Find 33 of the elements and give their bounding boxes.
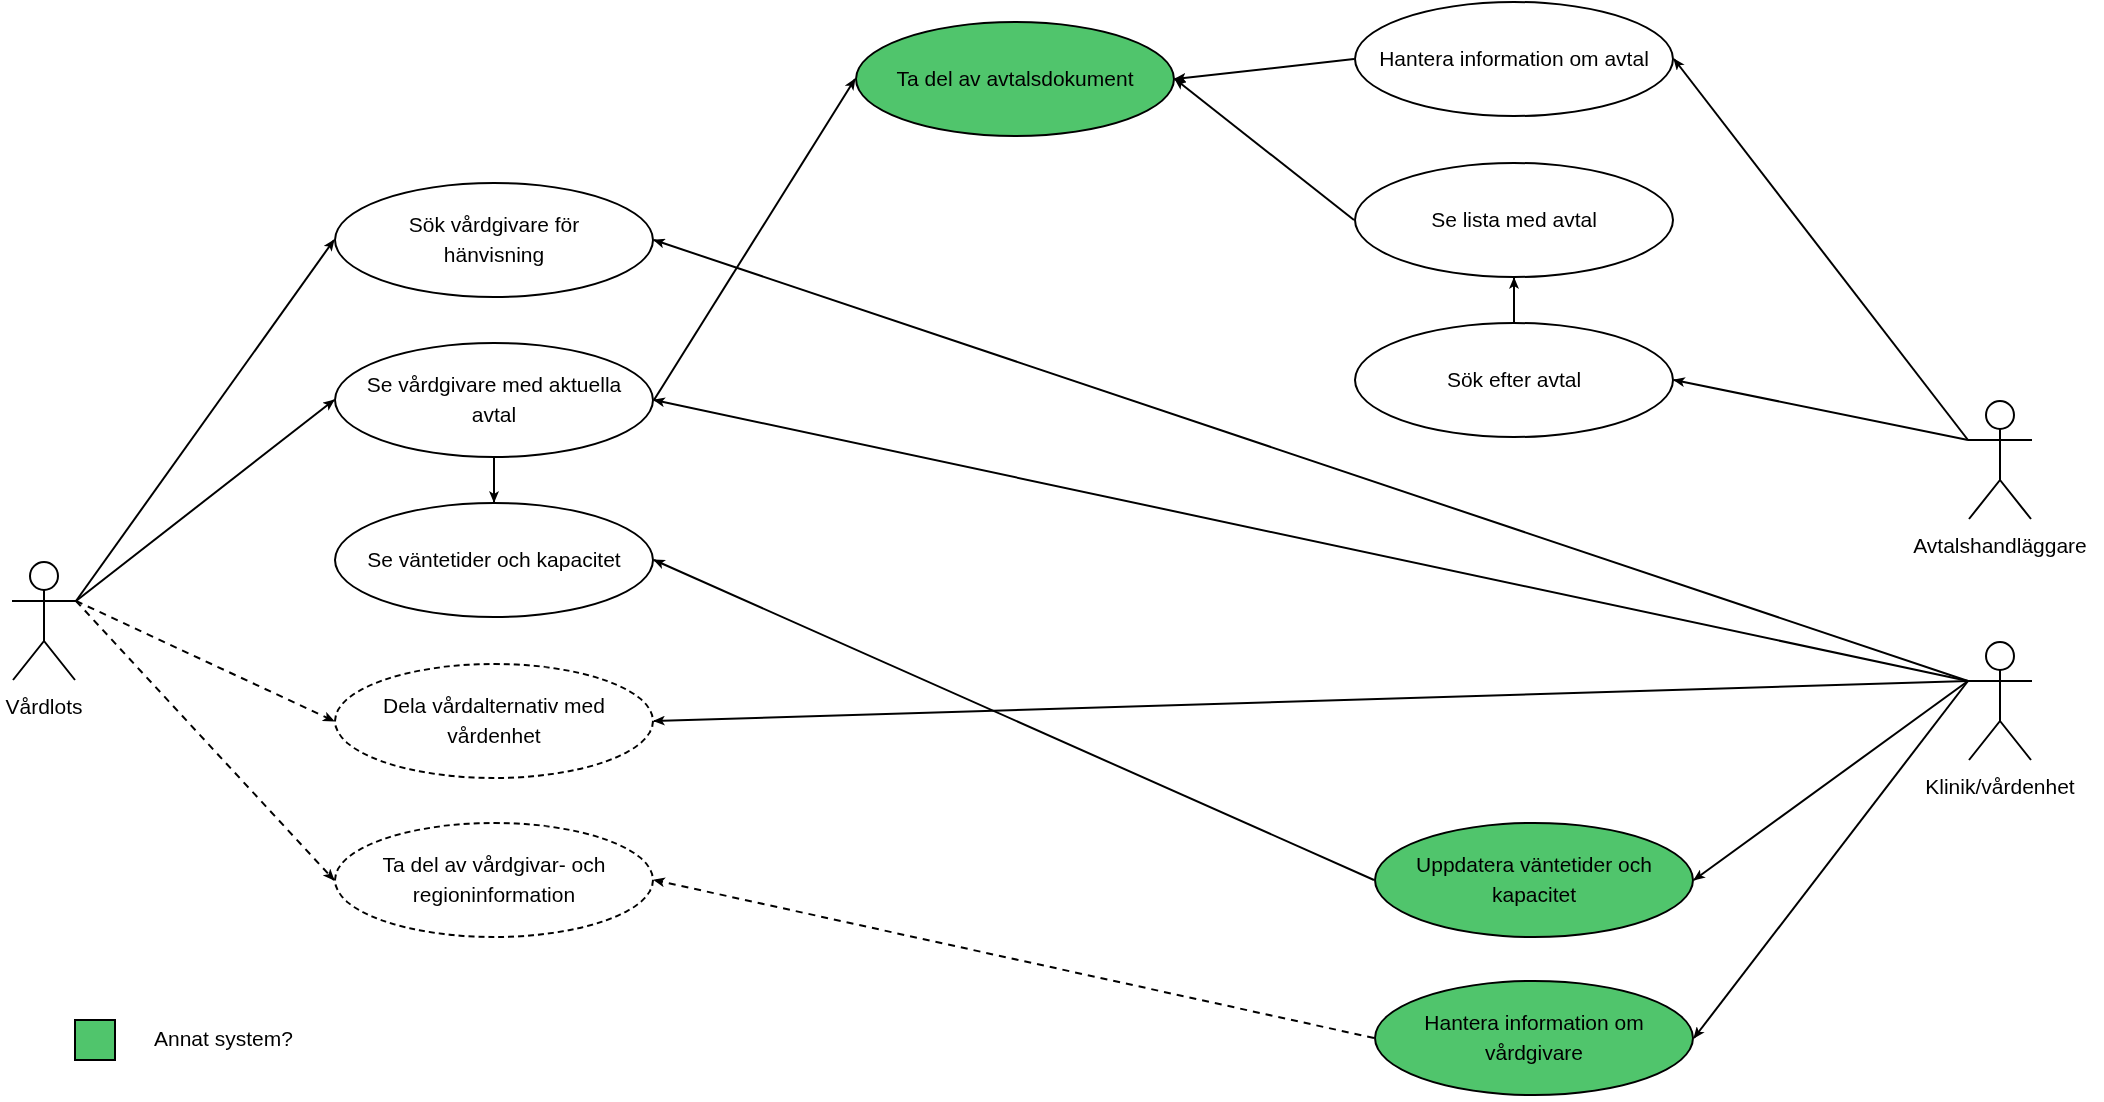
use-case-label: Ta del av vårdgivar- och regioninformation (381, 851, 607, 908)
use-case-label: Sök vårdgivare för hänvisning (407, 211, 581, 268)
arrow (1673, 377, 1969, 441)
arrow (1509, 277, 1519, 323)
arrow (75, 399, 335, 602)
arrow (75, 239, 335, 602)
actor-label: Vårdlots (5, 695, 83, 719)
use-case-label: Se vårdgivare med aktuella avtal (365, 371, 623, 428)
arrow (653, 397, 1969, 682)
arrow (1693, 680, 1969, 881)
actor-label: Avtalshandläggare (1913, 534, 2087, 558)
arrow (75, 600, 335, 722)
arrow (653, 559, 1375, 881)
actor-label: Klinik/vårdenhet (1925, 775, 2075, 799)
arrow (1174, 78, 1355, 221)
arrow (75, 600, 335, 881)
use-case-label: Hantera information om avtal (1379, 45, 1649, 72)
use-case-label: Dela vårdalternativ med vårdenhet (382, 692, 606, 749)
use-case-label: Se väntetider och kapacitet (367, 546, 621, 573)
arrow (489, 457, 499, 503)
arrow (653, 680, 1969, 726)
arrow (653, 78, 856, 401)
arrow (1673, 58, 1969, 441)
use-case-label: Se lista med avtal (1431, 206, 1597, 233)
use-case-label: Ta del av avtalsdokument (896, 65, 1134, 92)
use-case-label: Hantera information om vårdgivare (1423, 1009, 1645, 1066)
arrow (1174, 58, 1355, 83)
arrow (653, 877, 1375, 1039)
legend-label: Annat system? (154, 1027, 293, 1051)
arrow (1693, 680, 1969, 1039)
use-case-label: Sök efter avtal (1446, 366, 1582, 393)
arrow (653, 238, 1969, 682)
use-case-label: Uppdatera väntetider och kapacitet (1415, 851, 1653, 908)
